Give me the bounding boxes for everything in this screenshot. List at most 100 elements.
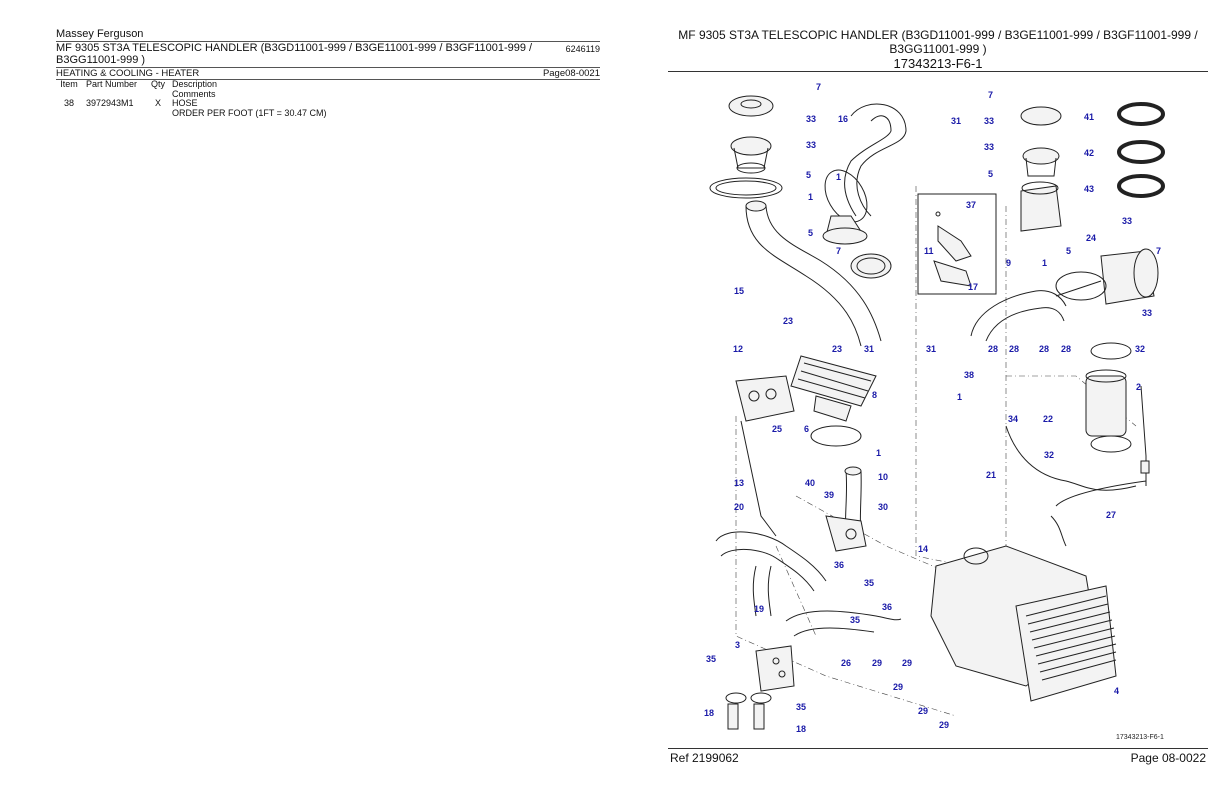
callout-label[interactable]: 5 (1066, 246, 1071, 256)
housing-right (1055, 248, 1159, 305)
callout-label[interactable]: 1 (876, 448, 881, 458)
callout-label[interactable]: 28 (1009, 344, 1019, 354)
callout-label[interactable]: 19 (754, 604, 764, 614)
parts-table: Item Part Number Qty Description Comment… (56, 79, 330, 118)
cap-assembly-left (709, 95, 783, 199)
callout-label[interactable]: 43 (1084, 184, 1094, 194)
parts-list-page: Massey Ferguson MF 9305 ST3A TELESCOPIC … (56, 28, 600, 118)
brand-name: Massey Ferguson (56, 28, 144, 40)
callout-label[interactable]: 22 (1043, 414, 1053, 424)
callout-label[interactable]: 1 (1042, 258, 1047, 268)
callout-label[interactable]: 7 (836, 246, 841, 256)
callout-label[interactable]: 23 (832, 344, 842, 354)
callout-label[interactable]: 24 (1086, 233, 1096, 243)
callout-label[interactable]: 29 (939, 720, 949, 730)
callout-label[interactable]: 3 (735, 640, 740, 650)
callout-label[interactable]: 29 (918, 706, 928, 716)
callout-label[interactable]: 29 (893, 682, 903, 692)
callout-label[interactable]: 26 (841, 658, 851, 668)
callout-label[interactable]: 1 (808, 192, 813, 202)
callout-label[interactable]: 10 (878, 472, 888, 482)
callout-label[interactable]: 33 (984, 142, 994, 152)
callout-label[interactable]: 32 (1135, 344, 1145, 354)
callout-label[interactable]: 31 (951, 116, 961, 126)
catalog-code: 6246119 (565, 44, 600, 54)
callout-label[interactable]: 28 (1061, 344, 1071, 354)
callout-label[interactable]: 27 (1106, 510, 1116, 520)
callout-label[interactable]: 15 (734, 286, 744, 296)
row-part-number[interactable]: 3972943M1 (86, 98, 134, 108)
col-part-number: Part Number (86, 79, 138, 89)
callout-label[interactable]: 34 (1008, 414, 1018, 424)
table-row: 38 3972943M1 X HOSE ORDER PER FOOT (1FT … (56, 98, 330, 118)
col-comments-label: Comments (172, 88, 216, 99)
callout-label[interactable]: 1 (957, 392, 962, 402)
callout-label[interactable]: 7 (1156, 246, 1161, 256)
callout-label[interactable]: 18 (704, 708, 714, 718)
callout-label[interactable]: 35 (796, 702, 806, 712)
callout-label[interactable]: 33 (984, 116, 994, 126)
callout-label[interactable]: 12 (733, 344, 743, 354)
callout-label[interactable]: 25 (772, 424, 782, 434)
callout-label[interactable]: 6 (804, 424, 809, 434)
diagram-bottom-divider (668, 748, 1208, 749)
section-name: HEATING & COOLING - HEATER (56, 68, 200, 79)
header-divider (56, 41, 600, 42)
callout-label[interactable]: 5 (988, 169, 993, 179)
callout-label[interactable]: 9 (1006, 258, 1011, 268)
callout-label[interactable]: 35 (706, 654, 716, 664)
inset-box (917, 193, 997, 295)
callout-label[interactable]: 31 (864, 344, 874, 354)
callout-label[interactable]: 7 (988, 90, 993, 100)
row-desc-text: HOSE (172, 98, 198, 108)
callout-label[interactable]: 36 (882, 602, 892, 612)
receiver-drier-2 (1085, 342, 1150, 486)
callout-label[interactable]: 14 (918, 544, 928, 554)
callout-label[interactable]: 28 (988, 344, 998, 354)
callout-label[interactable]: 5 (806, 170, 811, 180)
page-number: Page08-0021 (542, 68, 600, 79)
callout-label[interactable]: 30 (878, 502, 888, 512)
callout-label[interactable]: 16 (838, 114, 848, 124)
callout-label[interactable]: 8 (872, 390, 877, 400)
callout-label[interactable]: 20 (734, 502, 744, 512)
callout-label[interactable]: 28 (1039, 344, 1049, 354)
callout-label[interactable]: 1 (836, 172, 841, 182)
callout-label[interactable]: 33 (1142, 308, 1152, 318)
exploded-parts-diagram: 7 33 33 5 1 16 1 5 7 31 37 11 17 15 7 33… (704, 82, 1165, 741)
callout-label[interactable]: 5 (808, 228, 813, 238)
callout-label[interactable]: 33 (1122, 216, 1132, 226)
title-row: MF 9305 ST3A TELESCOPIC HANDLER (B3GD110… (56, 42, 600, 66)
callout-label[interactable]: 39 (824, 490, 834, 500)
callout-label[interactable]: 33 (806, 114, 816, 124)
callout-label[interactable]: 11 (924, 246, 934, 256)
callout-label[interactable]: 29 (902, 658, 912, 668)
callout-label[interactable]: 18 (796, 724, 806, 734)
callout-label[interactable]: 36 (834, 560, 844, 570)
callout-label[interactable]: 41 (1084, 112, 1094, 122)
callout-label[interactable]: 35 (850, 615, 860, 625)
callout-label[interactable]: 33 (806, 140, 816, 150)
heater-unit-4 (930, 545, 1117, 702)
callout-label[interactable]: 21 (986, 470, 996, 480)
callout-label[interactable]: 13 (734, 478, 744, 488)
callout-label[interactable]: 42 (1084, 148, 1094, 158)
callout-label[interactable]: 2 (1136, 382, 1141, 392)
callout-label[interactable]: 40 (805, 478, 815, 488)
callout-label[interactable]: 35 (864, 578, 874, 588)
callout-label[interactable]: 31 (926, 344, 936, 354)
col-item: Item (60, 79, 78, 89)
callout-label[interactable]: 38 (964, 370, 974, 380)
callout-label[interactable]: 32 (1044, 450, 1054, 460)
callout-label[interactable]: 37 (966, 200, 976, 210)
callout-label[interactable]: 23 (783, 316, 793, 326)
callout-label[interactable]: 29 (872, 658, 882, 668)
hoses-19-20 (715, 531, 827, 617)
table-header-row: Item Part Number Qty Description Comment… (56, 79, 330, 99)
callout-label[interactable]: 17 (968, 282, 978, 292)
callout-label[interactable]: 7 (816, 82, 821, 92)
col-qty: Qty (150, 79, 165, 89)
page-footer: Ref 2199062 Page 08-0022 (670, 751, 1206, 765)
footer-ref: Ref 2199062 (670, 751, 739, 765)
callout-label[interactable]: 4 (1114, 686, 1119, 696)
